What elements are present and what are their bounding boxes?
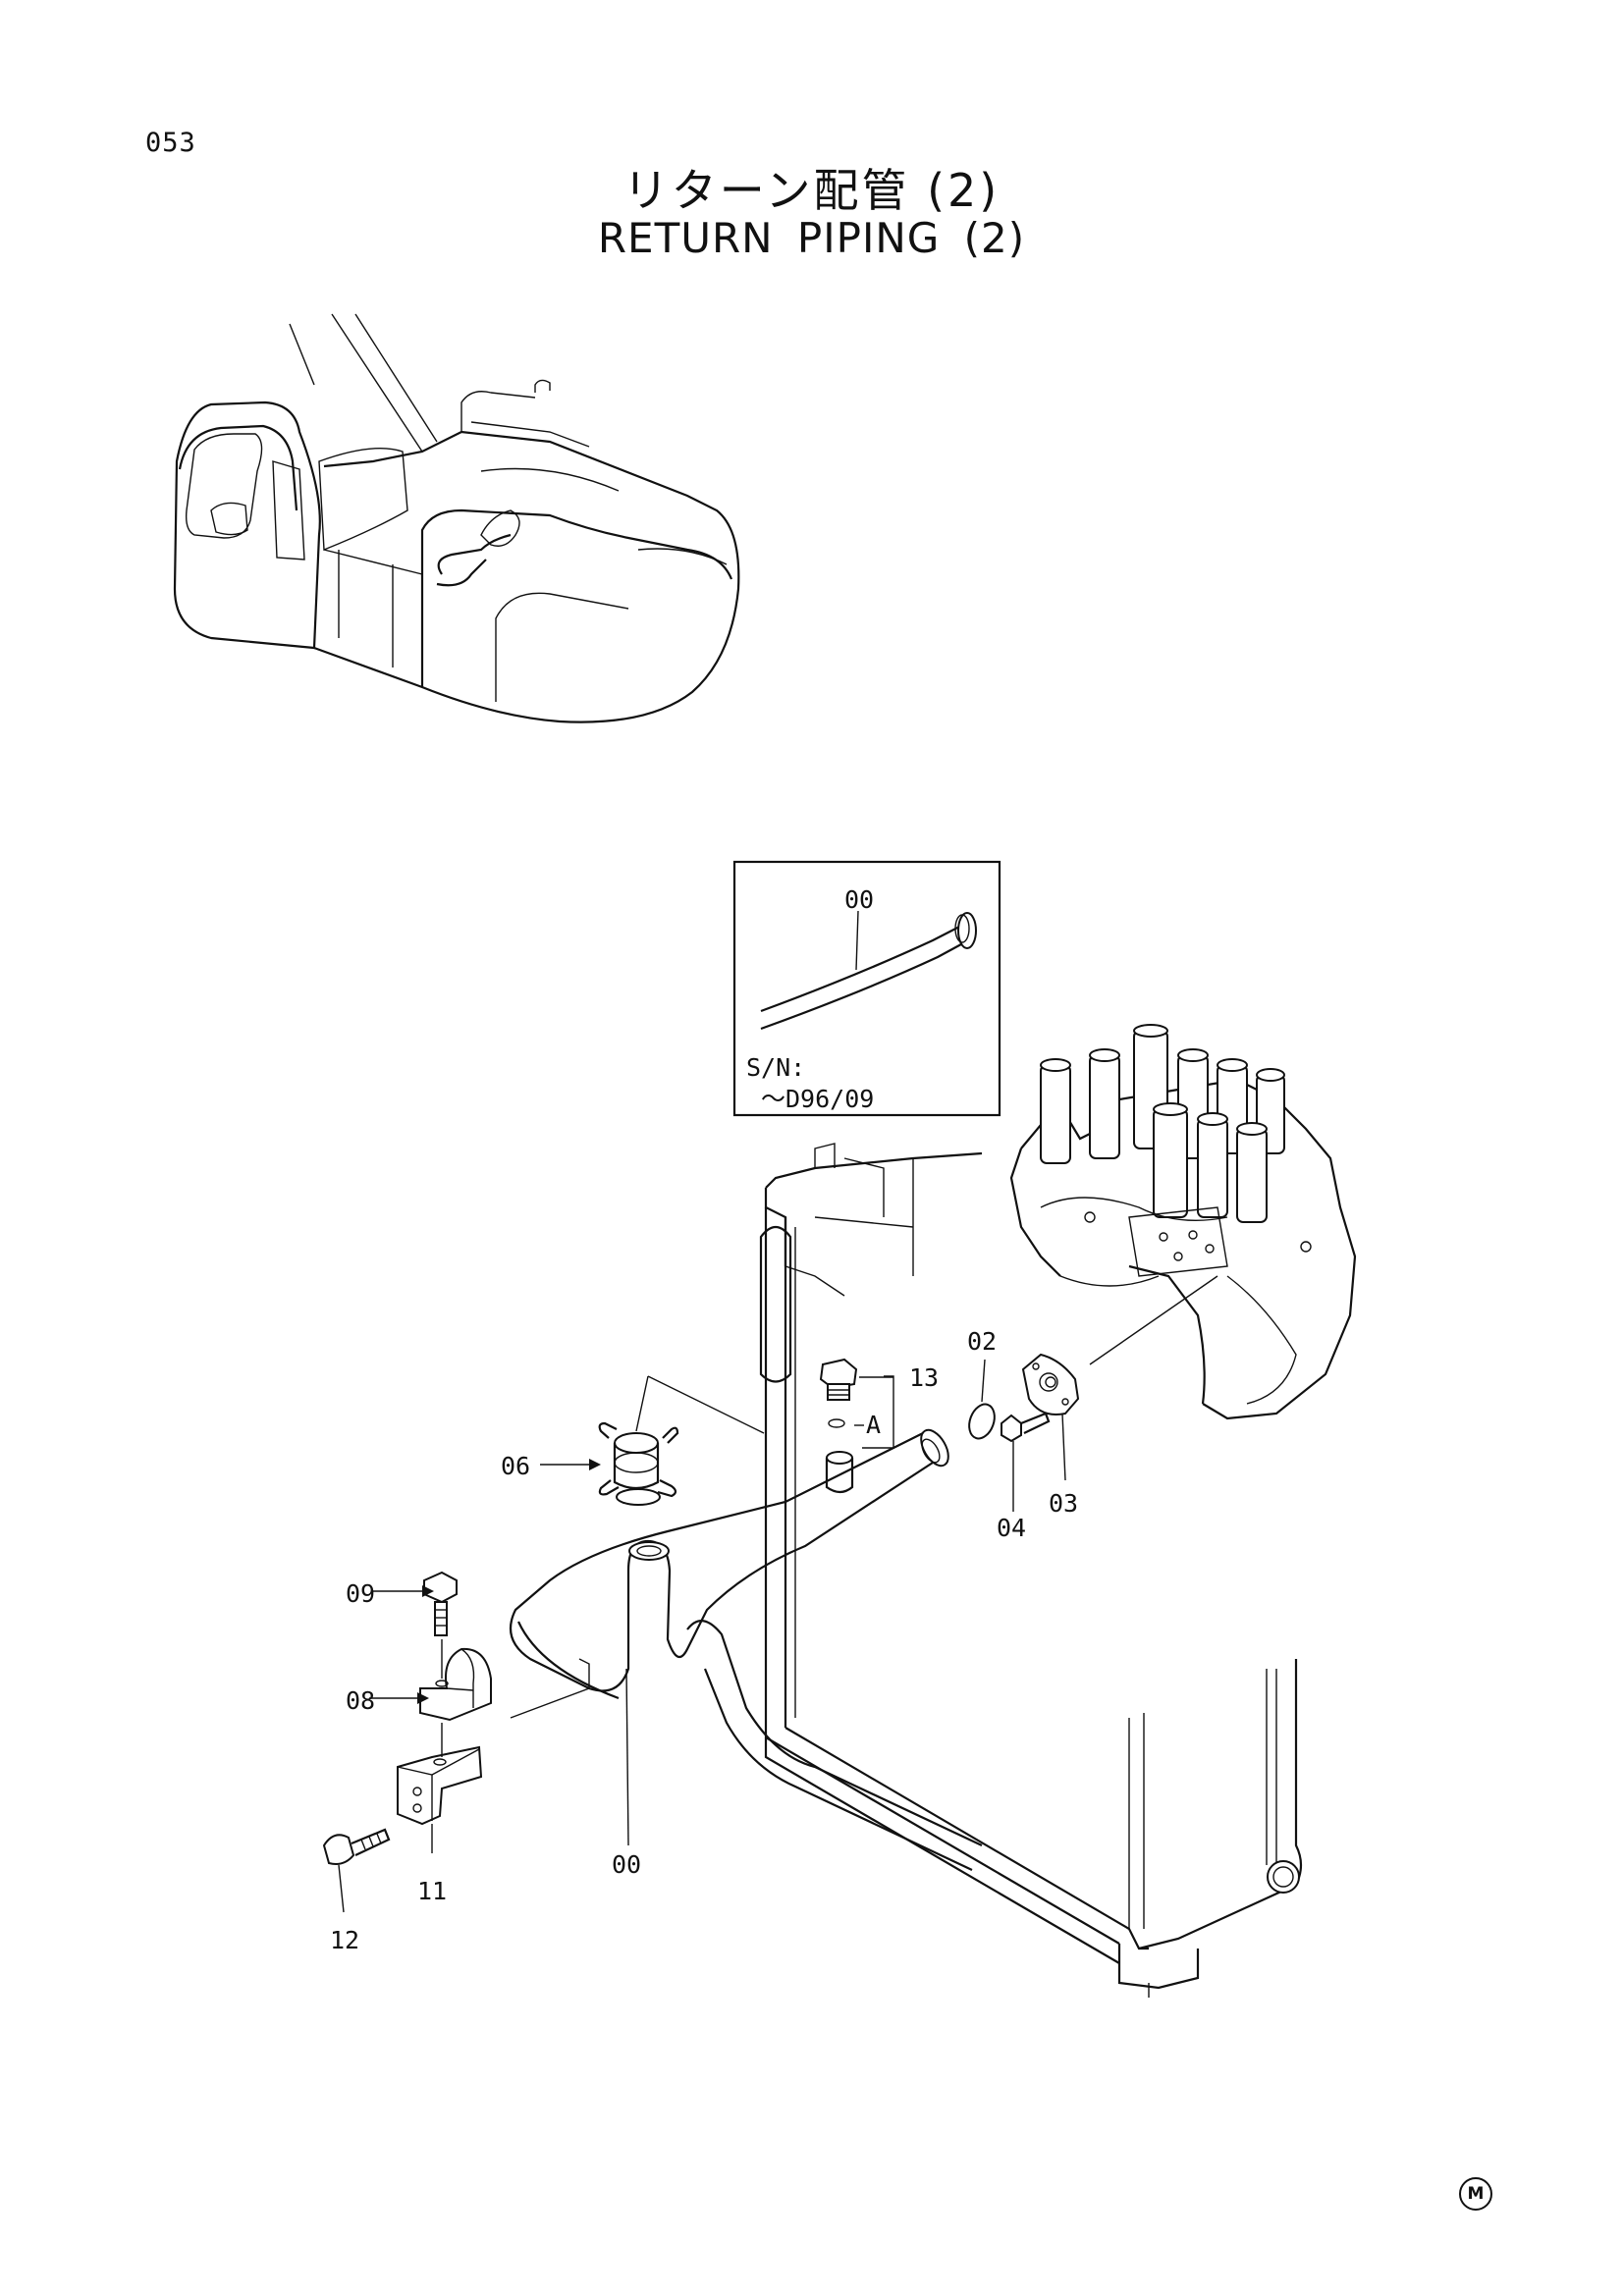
callout-group-a: A xyxy=(866,1411,881,1439)
page-number: 053 xyxy=(145,128,196,158)
inset-sn-range: ～D96/09 xyxy=(761,1085,874,1113)
excavator-overview-illustration xyxy=(173,313,740,723)
callout-11: 11 xyxy=(417,1877,447,1905)
frame-and-return-pipe-illustration xyxy=(509,1143,1303,1998)
inset-sn-label: S/N: xyxy=(746,1053,805,1082)
flange-part-03 xyxy=(1021,1353,1080,1481)
bolt-part-04 xyxy=(1001,1412,1051,1512)
inset-part-label: 00 xyxy=(844,885,874,914)
callout-13: 13 xyxy=(909,1363,939,1392)
callout-03: 03 xyxy=(1049,1489,1078,1518)
oring-part-02 xyxy=(968,1359,996,1440)
page-title-japanese: リターン配管 (2) xyxy=(622,164,1001,217)
callout-04: 04 xyxy=(997,1514,1026,1542)
callout-00: 00 xyxy=(612,1850,641,1879)
bolt-part-12 xyxy=(322,1828,391,1913)
callout-12: 12 xyxy=(330,1926,359,1954)
callout-09: 09 xyxy=(346,1579,375,1608)
bolt-part-09 xyxy=(373,1571,458,1636)
serial-number-inset xyxy=(732,860,1001,1117)
control-valve-illustration xyxy=(1009,1024,1357,1420)
clamp-06-arrow xyxy=(589,1459,601,1470)
callout-06: 06 xyxy=(501,1452,530,1480)
block-clamp-part-11 xyxy=(397,1723,483,1853)
clamp-part-06 xyxy=(598,1375,765,1506)
callout-08: 08 xyxy=(346,1686,375,1715)
callout-02: 02 xyxy=(967,1327,997,1356)
corner-circle-mark: M xyxy=(1459,2177,1492,2211)
page-title-english: RETURN PIPING (2) xyxy=(597,214,1026,262)
clamp-half-part-08 xyxy=(369,1639,492,1722)
pipe-00-leader xyxy=(625,1668,629,1846)
plug-part-13 xyxy=(819,1358,894,1494)
